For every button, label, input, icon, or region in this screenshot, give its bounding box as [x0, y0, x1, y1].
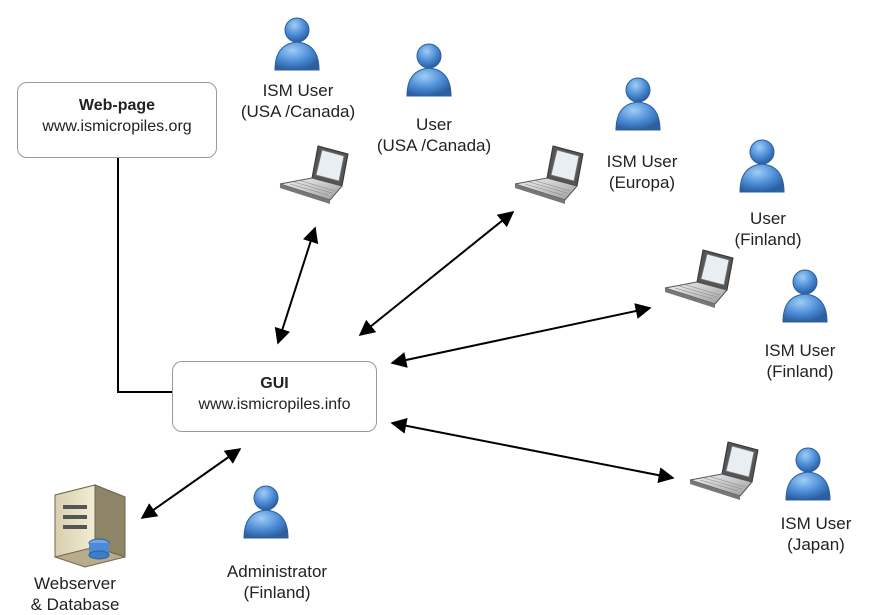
gui-box[interactable]: GUI www.ismicropiles.info [172, 361, 377, 432]
web-page-box[interactable]: Web-page www.ismicropiles.org [17, 82, 217, 158]
server-icon [54, 484, 126, 568]
web-gui-connector [117, 157, 172, 393]
user-icon [243, 485, 289, 539]
label-user-usa: User(USA /Canada) [376, 115, 492, 155]
web-page-title: Web-page [78, 97, 156, 114]
laptop-icon [689, 441, 759, 501]
label-ism-user-usa: ISM User(USA /Canada) [240, 81, 356, 121]
web-page-url: www.ismicropiles.org [42, 118, 192, 135]
gui-title: GUI [260, 375, 289, 392]
arrow-gui-japan [390, 417, 675, 484]
arrow-gui-webserver [140, 448, 242, 519]
label-ism-user-finland: ISM User(Finland) [764, 341, 836, 381]
label-administrator: Administrator(Finland) [226, 562, 328, 602]
label-ism-user-japan: ISM User(Japan) [780, 514, 852, 554]
label-webserver: Webserver& Database [30, 574, 120, 614]
label-user-finland: User(Finland) [734, 209, 802, 249]
label-ism-user-europa: ISM User(Europa) [606, 152, 678, 192]
laptop-icon [279, 145, 349, 205]
arrow-gui-usa [274, 226, 319, 345]
laptop-icon [664, 249, 734, 309]
user-icon [615, 77, 661, 131]
user-icon [406, 43, 452, 97]
user-icon [785, 447, 831, 501]
user-icon [739, 139, 785, 193]
arrow-gui-finland [390, 303, 652, 368]
user-icon [274, 17, 320, 71]
laptop-icon [514, 145, 584, 205]
user-icon [782, 269, 828, 323]
gui-url: www.ismicropiles.info [198, 396, 351, 413]
arrow-gui-europa [358, 210, 515, 337]
